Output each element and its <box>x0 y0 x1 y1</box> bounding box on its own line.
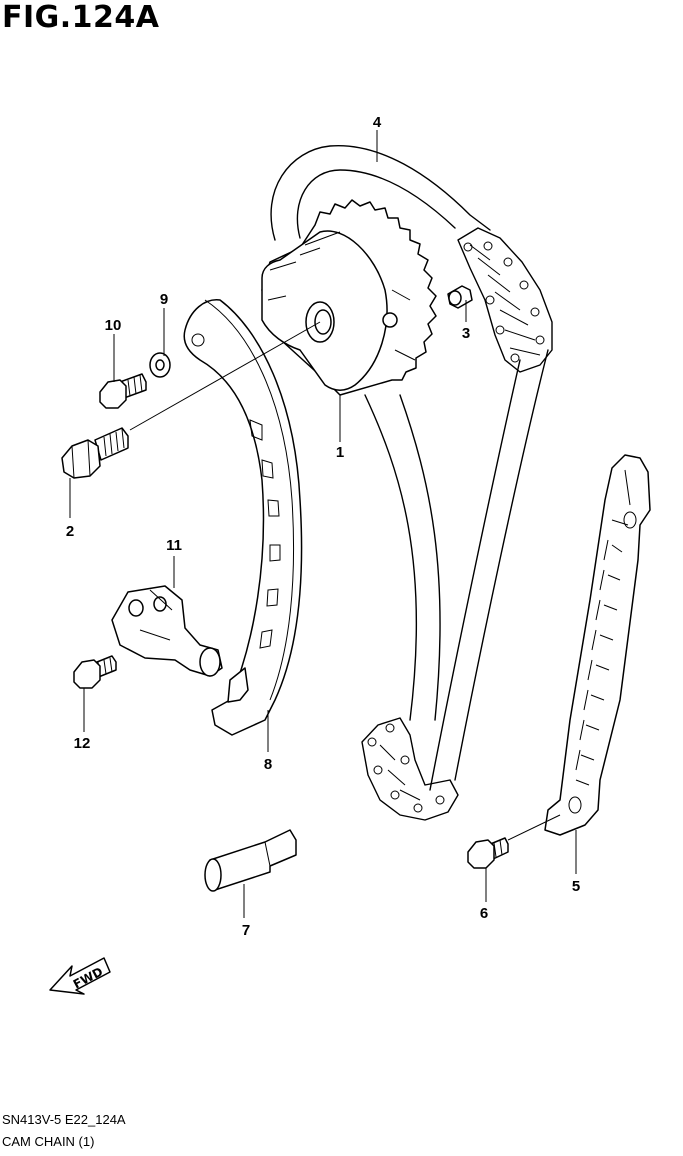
callout-10: 10 <box>105 317 122 334</box>
chain-guide <box>544 454 651 836</box>
callout-4: 4 <box>373 114 382 131</box>
callout-5: 5 <box>572 878 580 895</box>
footer-caption: CAM CHAIN (1) <box>2 1134 95 1149</box>
callout-1: 1 <box>336 444 344 461</box>
chain-links-lower <box>361 717 459 821</box>
guide-mount-bolt <box>467 837 509 869</box>
callout-labels: 4 1 2 3 9 10 11 12 8 7 6 5 <box>66 114 580 939</box>
leader-lines <box>69 130 577 918</box>
tensioner-guide <box>183 299 303 736</box>
callout-3: 3 <box>462 325 470 342</box>
tensioner-pin <box>204 829 297 892</box>
callout-12: 12 <box>74 735 91 752</box>
guide-slots <box>249 419 281 649</box>
guide-teeth <box>575 539 623 786</box>
dowel-pin <box>447 285 473 309</box>
adjuster-bolt <box>73 655 117 689</box>
callout-6: 6 <box>480 905 488 922</box>
guide-bolt <box>99 373 147 409</box>
sprocket-bolt <box>61 427 129 479</box>
callout-11: 11 <box>166 537 182 554</box>
callout-7: 7 <box>242 922 250 939</box>
forward-arrow-icon: FWD <box>49 957 111 995</box>
washer <box>149 352 171 378</box>
cam-sprocket <box>261 199 437 396</box>
footer-code: SN413V-5 E22_124A <box>2 1112 126 1127</box>
tensioner-adjuster <box>111 585 223 677</box>
figure-title: FIG.124A <box>2 0 160 35</box>
chain-links-upper <box>457 227 553 373</box>
callout-2: 2 <box>66 523 74 540</box>
cam-chain <box>270 145 553 821</box>
callout-8: 8 <box>264 756 272 773</box>
callout-9: 9 <box>160 291 168 308</box>
